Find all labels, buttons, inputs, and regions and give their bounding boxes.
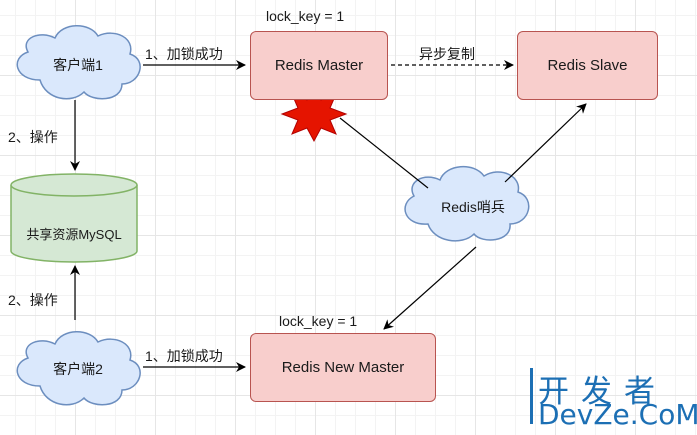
redis-slave-box: Redis Slave <box>517 31 658 100</box>
mysql-label: 共享资源MySQL <box>26 226 122 242</box>
operate-label-1: 2、操作 <box>8 129 58 145</box>
client2-label: 客户端2 <box>53 361 103 377</box>
operate-label-2: 2、操作 <box>8 292 58 308</box>
watermark-line2: DevZe.CoM <box>538 398 697 431</box>
lock-key-bottom-label: lock_key = 1 <box>279 313 358 329</box>
redis-master-box: Redis Master <box>250 31 388 100</box>
client1-cloud <box>16 25 141 100</box>
lock-key-top-label: lock_key = 1 <box>266 8 345 24</box>
lock-success-label-1: 1、加锁成功 <box>145 46 223 62</box>
failure-star-icon <box>280 85 348 143</box>
edge-sentinel-to-newmaster <box>383 246 477 330</box>
redis-new-master-label: Redis New Master <box>281 359 405 376</box>
sentinel-label: Redis哨兵 <box>441 199 505 215</box>
edge-sentinel-to-master <box>339 117 429 189</box>
lock-success-label-2: 1、加锁成功 <box>145 348 223 364</box>
client1-label: 客户端1 <box>53 57 103 73</box>
redis-slave-label: Redis Slave <box>547 57 628 74</box>
mysql-cylinder <box>10 173 138 263</box>
client2-cloud <box>16 331 141 406</box>
edge-sentinel-to-slave <box>504 103 587 183</box>
watermark-logo-icon <box>530 368 533 424</box>
async-copy-label: 异步复制 <box>419 46 475 62</box>
redis-new-master-box: Redis New Master <box>250 333 436 402</box>
watermark-line1: 开发者 <box>538 374 667 410</box>
redis-master-label: Redis Master <box>274 57 364 74</box>
